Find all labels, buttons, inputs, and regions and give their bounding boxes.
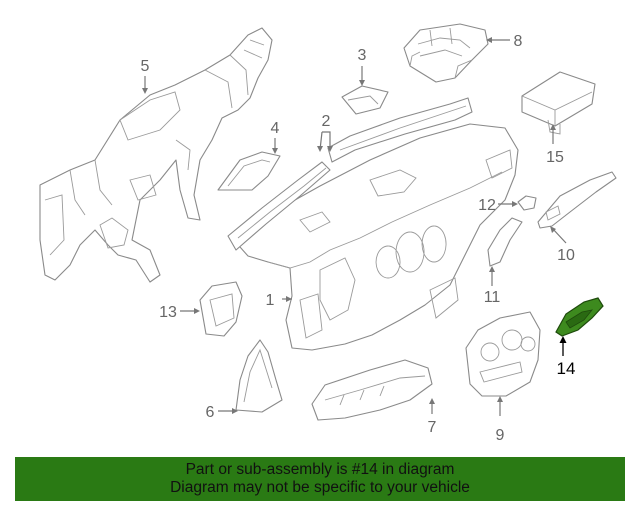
callout-5: 5 (141, 58, 150, 75)
part-8-module-bracket (403, 23, 489, 83)
part-13 (199, 281, 243, 337)
callout-11: 11 (484, 289, 501, 306)
callout-3: 3 (358, 47, 367, 64)
part-5-cross-car-beam (39, 27, 273, 283)
part-11 (487, 217, 523, 267)
callout-14[interactable]: 14 (557, 359, 576, 378)
part-14-highlighted-switch[interactable] (555, 297, 604, 337)
callout-1: 1 (266, 292, 275, 309)
part-12 (517, 195, 537, 211)
banner-line-2: Diagram may not be specific to your vehi… (170, 479, 470, 496)
callout-10: 10 (557, 247, 575, 264)
info-banner: Part or sub-assembly is #14 in diagram D… (15, 457, 625, 501)
callout-9: 9 (496, 427, 505, 444)
banner-line-1: Part or sub-assembly is #14 in diagram (185, 461, 455, 478)
callout-8: 8 (514, 33, 523, 50)
part-7 (311, 359, 433, 421)
part-4 (217, 151, 281, 191)
callout-7: 7 (428, 419, 437, 436)
callout-13: 13 (159, 304, 177, 321)
callout-12: 12 (478, 197, 496, 214)
part-15-airbag-module (521, 71, 596, 135)
part-10 (537, 171, 617, 229)
leader-lines (142, 37, 567, 416)
callout-2: 2 (322, 113, 331, 130)
part-defroster-strip (227, 161, 331, 251)
callout-15: 15 (546, 149, 564, 166)
part-1-instrument-panel (231, 123, 519, 351)
part-3 (341, 85, 389, 115)
callout-labels: 1 2 3 4 5 6 7 8 9 10 11 12 13 14 15 (141, 33, 576, 444)
part-2-upper-trim (327, 97, 473, 163)
callout-6: 6 (206, 404, 215, 421)
parts-diagram: 1 2 3 4 5 6 7 8 9 10 11 12 13 14 15 (39, 23, 617, 444)
part-9-center-bezel (465, 311, 541, 397)
part-6 (235, 339, 283, 413)
callout-4: 4 (271, 120, 280, 137)
